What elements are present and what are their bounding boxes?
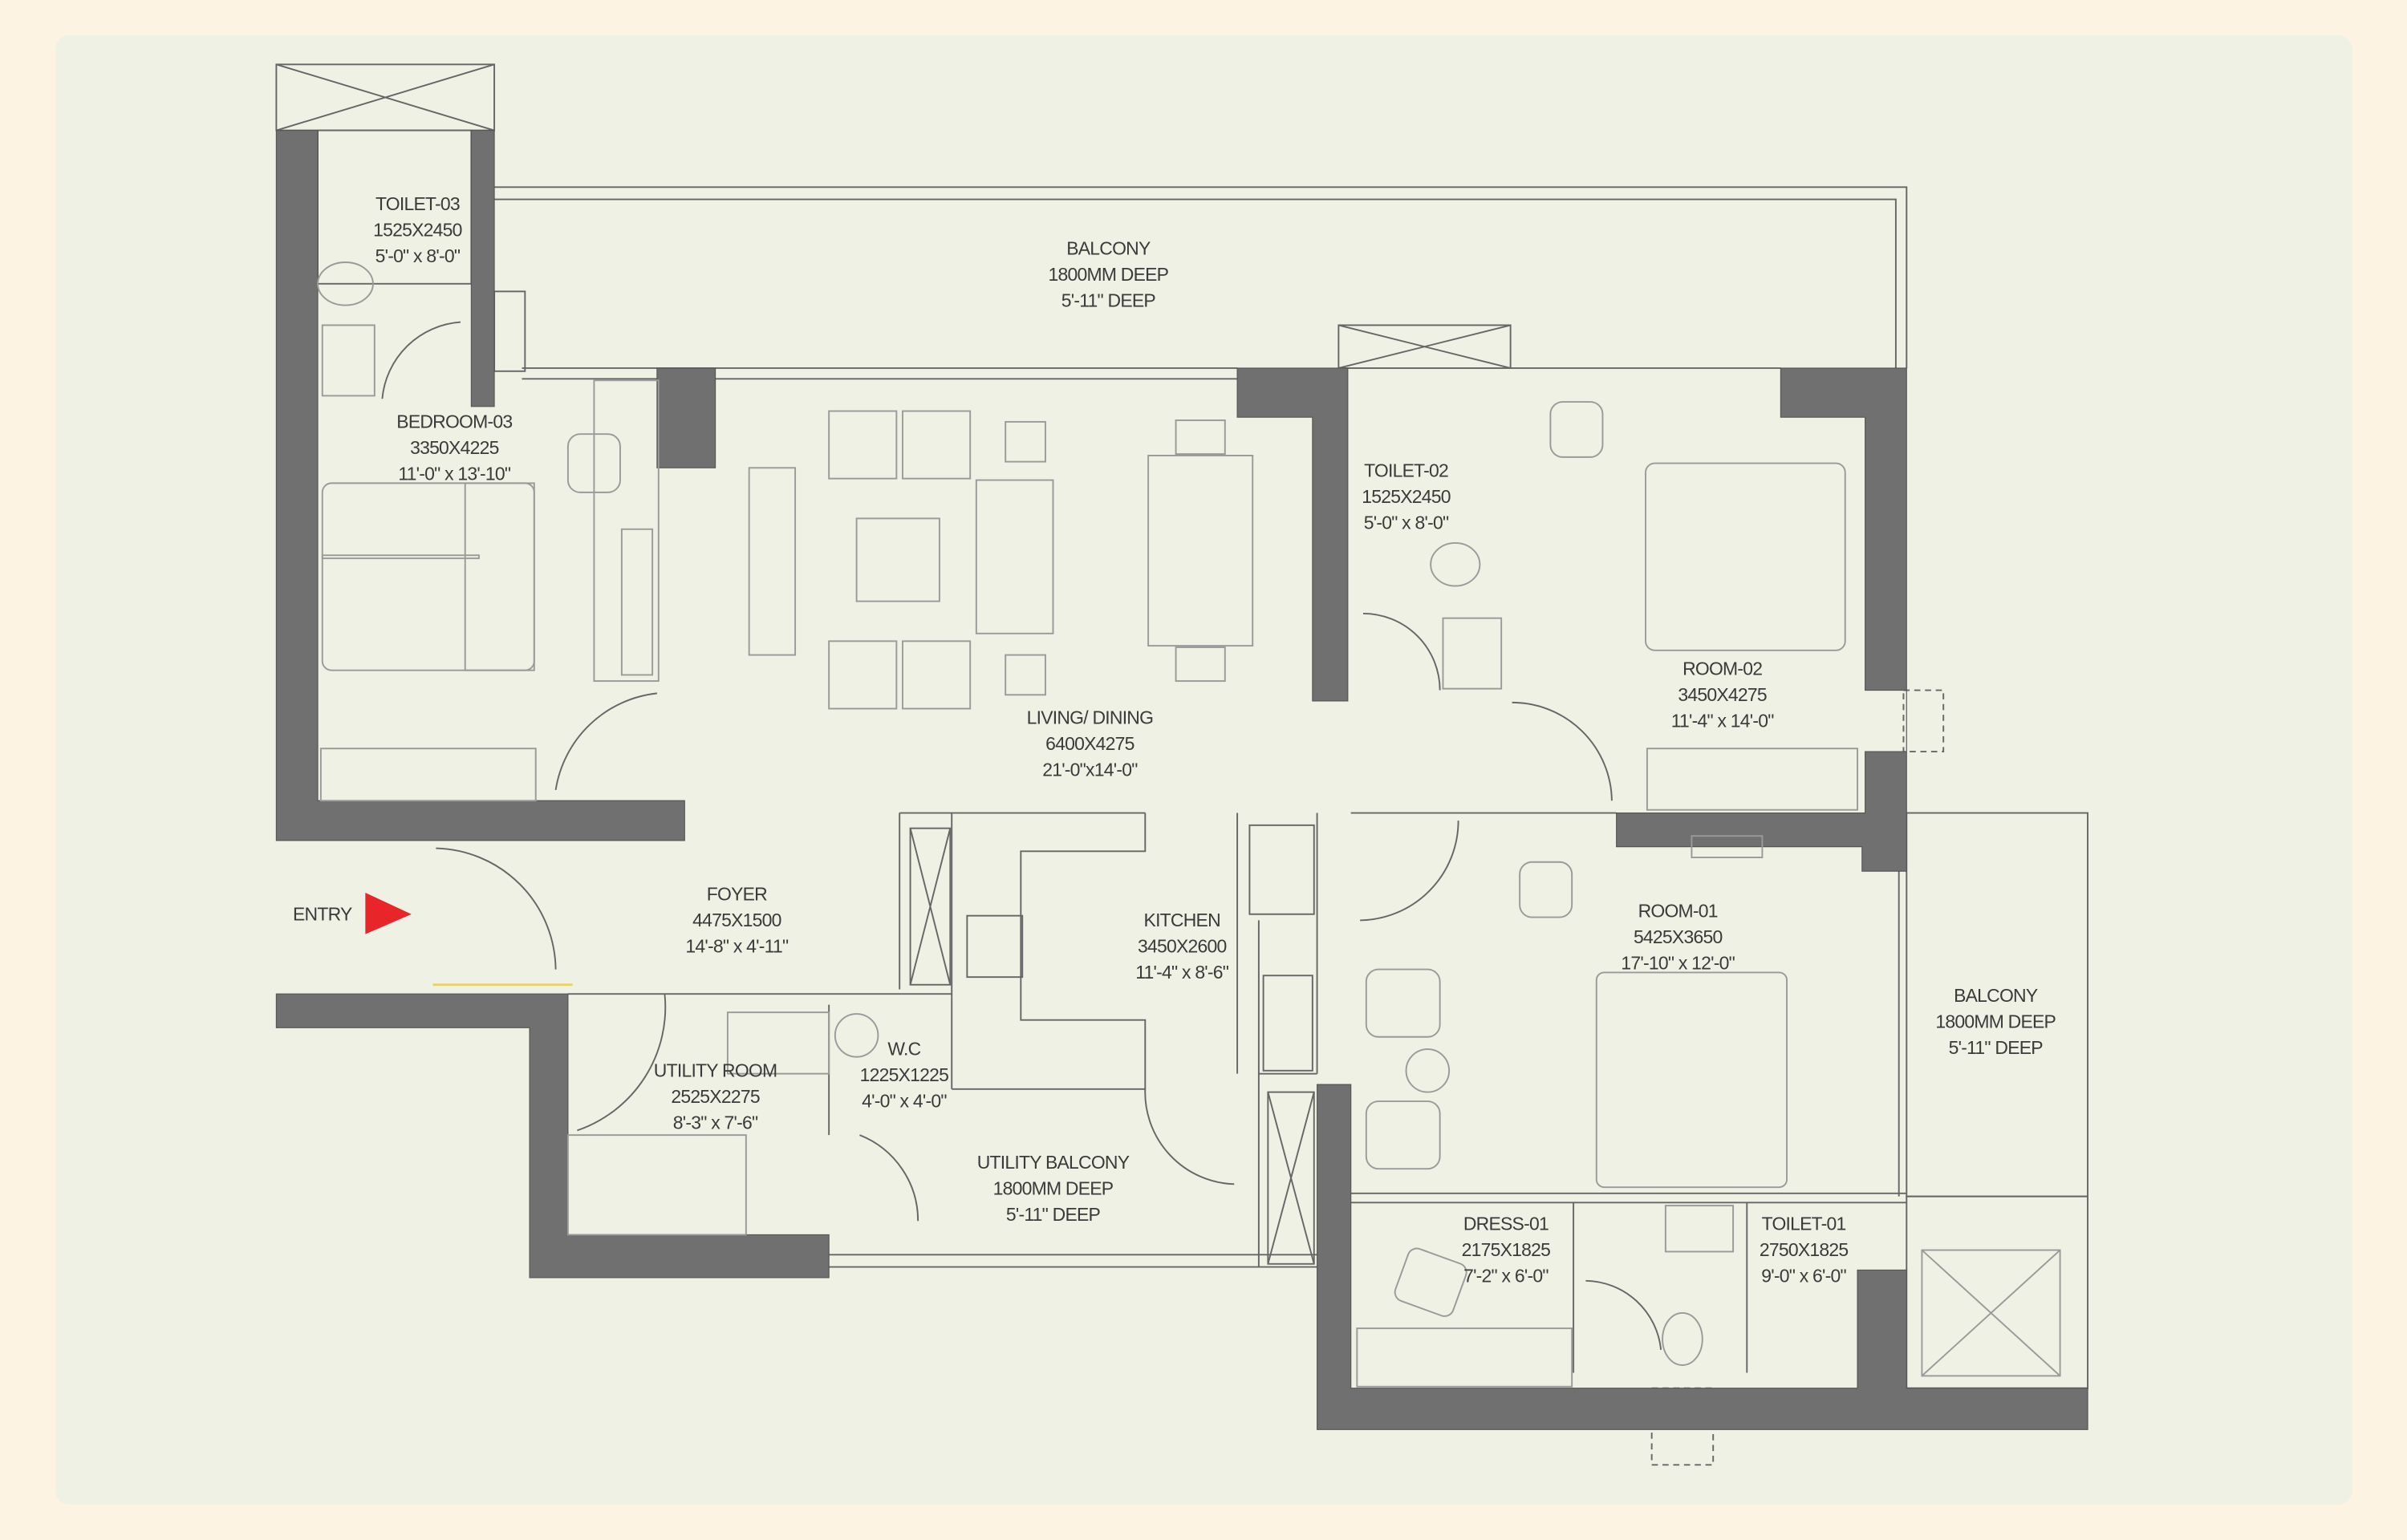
room-living-dining: LIVING/ DINING 6400X4275 21'-0"x14'-0" <box>1027 707 1154 780</box>
room-name: UTILITY ROOM <box>654 1060 777 1080</box>
room-toilet-01: TOILET-01 2750X1825 9'-0" x 6'-0" <box>1760 1214 1849 1287</box>
room-size-mm: 5425X3650 <box>1634 926 1723 947</box>
plan-panel <box>55 35 2352 1505</box>
outline-lines <box>275 63 2088 1466</box>
entry-marker: ENTRY <box>293 892 412 934</box>
furniture <box>317 261 1859 1388</box>
room-name: ROOM-02 <box>1682 658 1762 679</box>
room-size-mm: 3450X4275 <box>1678 684 1767 705</box>
room-size-mm: 2175X1825 <box>1462 1239 1551 1260</box>
room-utility-balcony: UTILITY BALCONY 1800MM DEEP 5'-11" DEEP <box>977 1152 1130 1225</box>
room-kitchen: KITCHEN 3450X2600 11'-4" x 8'-6" <box>1135 910 1229 983</box>
room-size-mm: 1525X2450 <box>1362 486 1451 507</box>
room-size-mm: 3450X2600 <box>1138 936 1227 957</box>
room-size-ft: 9'-0" x 6'-0" <box>1761 1266 1846 1287</box>
room-name: KITCHEN <box>1144 910 1220 930</box>
room-name: FOYER <box>707 884 767 905</box>
room-size-ft: 11'-4" x 14'-0" <box>1671 710 1775 731</box>
room-size-ft: 17'-10" x 12'-0" <box>1621 953 1735 974</box>
room-size-ft: 4'-0" x 4'-0" <box>862 1091 947 1112</box>
room-size-mm: 1525X2450 <box>373 220 462 241</box>
room-labels: TOILET-03 1525X2450 5'-0" x 8'-0" BALCONY 1… <box>373 193 2056 1287</box>
room-dress-01: DRESS-01 2175X1825 7'-2" x 6'-0" <box>1462 1214 1551 1287</box>
room-name: BALCONY <box>1954 985 2038 1006</box>
room-name: BEDROOM-03 <box>396 411 512 432</box>
room-size-ft: 5'-11" DEEP <box>1006 1204 1101 1225</box>
room-name: UTILITY BALCONY <box>977 1152 1130 1173</box>
room-name: TOILET-02 <box>1364 460 1448 481</box>
room-size-ft: 5'-11" DEEP <box>1061 290 1156 310</box>
room-size-mm: 2750X1825 <box>1760 1239 1849 1260</box>
entry-arrow-icon <box>365 892 412 934</box>
room-name: DRESS-01 <box>1463 1214 1549 1234</box>
room-size-mm: 4475X1500 <box>692 910 781 930</box>
room-size-ft: 11'-4" x 8'-6" <box>1135 962 1229 983</box>
room-name: BALCONY <box>1066 237 1151 258</box>
room-size-ft: 7'-2" x 6'-0" <box>1463 1266 1549 1287</box>
room-size-ft: 5'-11" DEEP <box>1949 1037 2044 1058</box>
room-name: TOILET-03 <box>375 193 460 214</box>
room-foyer: FOYER 4475X1500 14'-8" x 4'-11" <box>685 884 789 957</box>
room-name: ROOM-01 <box>1638 901 1718 922</box>
room-utility-room: UTILITY ROOM 2525X2275 8'-3" x 7'-6" <box>654 1060 777 1133</box>
room-name: W.C <box>887 1039 920 1060</box>
room-size-mm: 1800MM DEEP <box>1049 264 1169 285</box>
room-balcony-top: BALCONY 1800MM DEEP 5'-11" DEEP <box>1049 237 1170 310</box>
room-size-ft: 21'-0"x14'-0" <box>1042 760 1138 780</box>
room-size-ft: 8'-3" x 7'-6" <box>673 1112 758 1133</box>
room-size-mm: 1225X1225 <box>860 1064 949 1085</box>
room-toilet-02: TOILET-02 1525X2450 5'-0" x 8'-0" <box>1362 460 1451 533</box>
room-size-ft: 5'-0" x 8'-0" <box>375 245 461 266</box>
room-balcony-right: BALCONY 1800MM DEEP 5'-11" DEEP <box>1935 985 2056 1058</box>
room-size-ft: 11'-0" x 13'-10" <box>398 464 511 484</box>
room-bedroom-03: BEDROOM-03 3350X4225 11'-0" x 13'-10" <box>396 411 513 484</box>
room-room-02: ROOM-02 3450X4275 11'-4" x 14'-0" <box>1671 658 1775 731</box>
room-size-ft: 14'-8" x 4'-11" <box>685 936 789 957</box>
room-name: TOILET-01 <box>1762 1214 1846 1234</box>
room-size-mm: 6400X4275 <box>1045 733 1134 754</box>
room-name: LIVING/ DINING <box>1027 707 1154 728</box>
room-size-ft: 5'-0" x 8'-0" <box>1364 513 1449 533</box>
door-swings <box>381 321 1662 1350</box>
room-toilet-03: TOILET-03 1525X2450 5'-0" x 8'-0" <box>373 193 462 266</box>
room-wc: W.C 1225X1225 4'-0" x 4'-0" <box>860 1039 949 1112</box>
room-size-mm: 2525X2275 <box>671 1086 760 1107</box>
room-size-mm: 3350X4225 <box>410 437 499 458</box>
room-room-01: ROOM-01 5425X3650 17'-10" x 12'-0" <box>1621 901 1735 974</box>
room-size-mm: 1800MM DEEP <box>1935 1011 2056 1031</box>
walls <box>275 129 2088 1430</box>
entry-label: ENTRY <box>293 903 352 924</box>
room-size-mm: 1800MM DEEP <box>993 1178 1114 1199</box>
